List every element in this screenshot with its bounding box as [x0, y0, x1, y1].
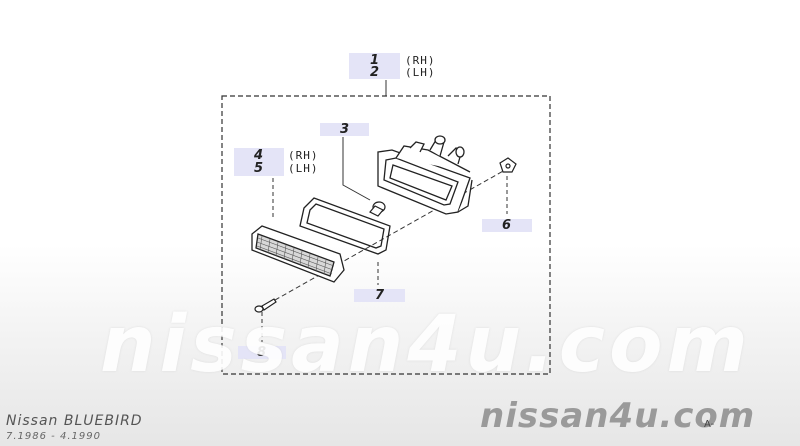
- callout-side-5: (LH): [288, 162, 319, 175]
- callout-number-3: 3: [340, 122, 350, 137]
- callout-side-2: (LH): [405, 66, 436, 79]
- callout-number-6: 6: [502, 218, 512, 233]
- clip: [499, 157, 517, 173]
- callout-number-4: 4: [254, 148, 264, 163]
- screw: [254, 298, 277, 313]
- production-years: 7.1986 - 4.1990: [6, 431, 101, 442]
- callout-box-6: [482, 219, 532, 232]
- callout-box-3: [320, 123, 369, 136]
- callout-number-8: 8: [257, 345, 267, 360]
- watermark: nissan4u.com: [100, 300, 752, 390]
- lamp-housing: [377, 135, 473, 215]
- callout-side-1: (RH): [405, 54, 436, 67]
- callout-number-7: 7: [375, 288, 385, 303]
- diagram-code: A-: [704, 419, 715, 430]
- callout-number-5: 5: [254, 161, 264, 176]
- vehicle-model: Nissan BLUEBIRD: [6, 413, 143, 429]
- callout-number-1: 1: [370, 53, 380, 68]
- callout-side-4: (RH): [288, 149, 319, 162]
- bulb: [369, 201, 386, 217]
- callout-box-8: [238, 346, 286, 359]
- leader-3: [342, 137, 371, 201]
- gasket: [299, 197, 391, 255]
- callout-box-1-2: [349, 53, 400, 79]
- brand-logo-text: nissan4u.com: [480, 396, 756, 436]
- lens: [251, 225, 345, 283]
- callout-box-4-5: [234, 148, 284, 176]
- callout-box-7: [354, 289, 405, 302]
- callout-number-2: 2: [370, 65, 380, 80]
